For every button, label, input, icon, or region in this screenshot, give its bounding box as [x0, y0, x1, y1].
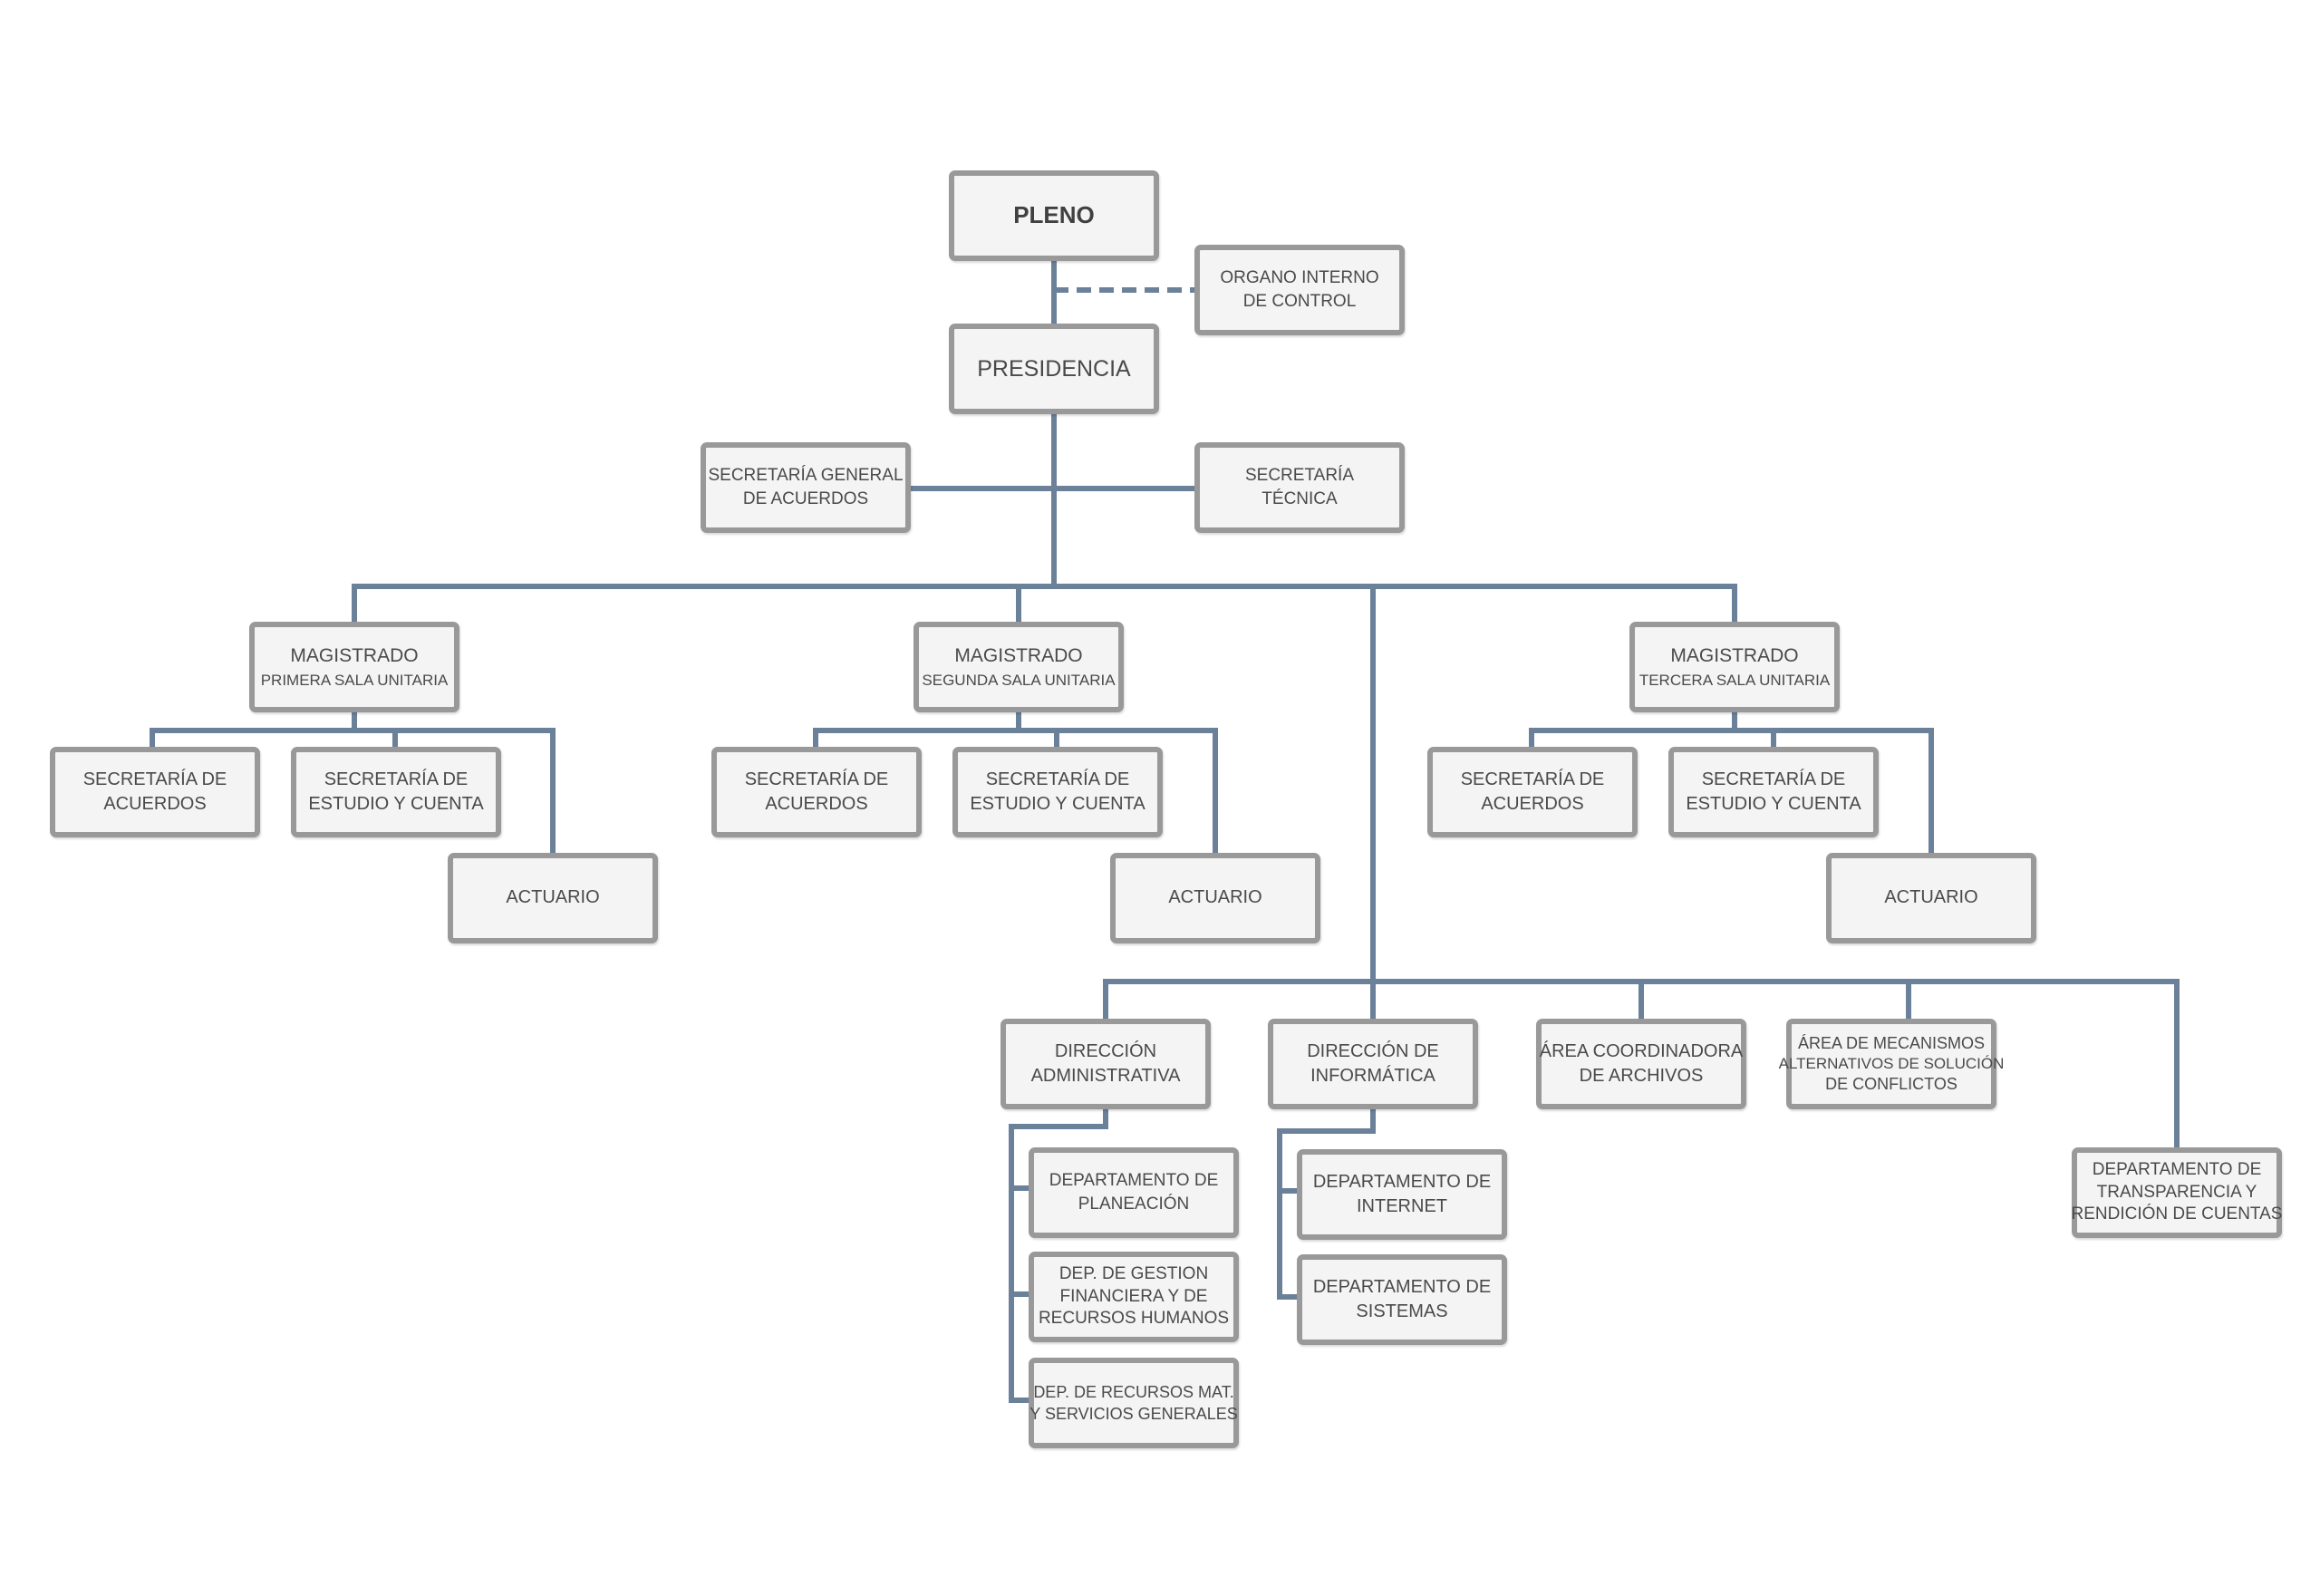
box-organo-interno-de-control: ORGANO INTERNO DE CONTROL: [1194, 245, 1405, 335]
mecanismos-line-2: ALTERNATIVOS DE SOLUCIÓN: [1778, 1054, 2005, 1072]
mecanismos-line-1: ÁREA DE MECANISMOS: [1797, 1033, 1986, 1052]
mecanismos-line-3: DE CONFLICTOS: [1825, 1075, 1958, 1094]
box-secretaria-general-de-acuerdos: SECRETARÍA GENERAL DE ACUERDOS: [701, 442, 911, 533]
internet-line-1: DEPARTAMENTO DE: [1312, 1171, 1492, 1192]
gestion-line-3: RECURSOS HUMANOS: [1038, 1309, 1230, 1329]
box-sala-3-actuario: ACTUARIO: [1826, 853, 2036, 943]
box-pleno: PLENO: [949, 170, 1159, 261]
planeacion-line-1: DEPARTAMENTO DE: [1049, 1171, 1219, 1191]
transparencia-line-1: DEPARTAMENTO DE: [2092, 1159, 2262, 1179]
sistemas-line-2: SISTEMAS: [1356, 1301, 1448, 1321]
transparencia-line-3: RENDICIÓN DE CUENTAS: [2071, 1204, 2283, 1224]
box-magistrado-primera-sala: MAGISTRADO PRIMERA SALA UNITARIA: [249, 622, 459, 712]
archivos-line-2: DE ARCHIVOS: [1579, 1066, 1704, 1086]
recursos-line-2: Y SERVICIOS GENERALES: [1030, 1405, 1238, 1423]
box-sala-3-secretaria-de-acuerdos: SECRETARÍA DE ACUERDOS: [1427, 747, 1638, 837]
dir-admin-line-1: DIRECCIÓN: [1054, 1040, 1157, 1061]
box-dep-gestion-financiera: DEP. DE GESTION FINANCIERA Y DE RECURSOS…: [1029, 1252, 1239, 1342]
acuerdos-line-1: SECRETARÍA DE: [1460, 769, 1605, 789]
acuerdos-line-2: ACUERDOS: [1481, 794, 1584, 814]
box-magistrado-tercera-sala: MAGISTRADO TERCERA SALA UNITARIA: [1629, 622, 1840, 712]
organo-line-2: DE CONTROL: [1242, 292, 1357, 311]
box-direccion-de-informatica: DIRECCIÓN DE INFORMÁTICA: [1268, 1019, 1478, 1109]
sala-label: PRIMERA SALA UNITARIA: [260, 671, 449, 689]
sec-tecnica-line-1: SECRETARÍA: [1244, 466, 1354, 486]
box-sala-1-secretaria-de-acuerdos: SECRETARÍA DE ACUERDOS: [50, 747, 260, 837]
presidencia-label: PRESIDENCIA: [977, 356, 1131, 382]
archivos-line-1: ÁREA COORDINADORA: [1539, 1040, 1744, 1061]
acuerdos-line-2: ACUERDOS: [103, 794, 207, 814]
box-departamento-de-transparencia: DEPARTAMENTO DE TRANSPARENCIA Y RENDICIÓ…: [2072, 1147, 2282, 1238]
connector-sala-1: [150, 712, 556, 857]
box-secretaria-tecnica: SECRETARÍA TÉCNICA: [1194, 442, 1405, 533]
box-departamento-de-planeacion: DEPARTAMENTO DE PLANEACIÓN: [1029, 1147, 1239, 1238]
sec-general-line-2: DE ACUERDOS: [742, 489, 869, 508]
box-sala-2-secretaria-de-acuerdos: SECRETARÍA DE ACUERDOS: [711, 747, 922, 837]
estudio-line-1: SECRETARÍA DE: [985, 769, 1130, 789]
estudio-line-2: ESTUDIO Y CUENTA: [970, 794, 1146, 814]
gestion-line-2: FINANCIERA Y DE: [1059, 1286, 1208, 1306]
estudio-line-2: ESTUDIO Y CUENTA: [1686, 794, 1861, 814]
box-area-de-mecanismos-alternativos: ÁREA DE MECANISMOS ALTERNATIVOS DE SOLUC…: [1779, 1019, 2004, 1109]
planeacion-line-2: PLANEACIÓN: [1078, 1195, 1190, 1214]
sec-general-line-1: SECRETARÍA GENERAL: [708, 466, 904, 486]
connector-dir-admin-children: [1009, 1108, 1108, 1403]
acuerdos-line-1: SECRETARÍA DE: [82, 769, 227, 789]
box-dep-recursos-materiales: DEP. DE RECURSOS MAT. Y SERVICIOS GENERA…: [1029, 1358, 1239, 1448]
box-sala-1-secretaria-de-estudio-y-cuenta: SECRETARÍA DE ESTUDIO Y CUENTA: [291, 747, 501, 837]
transparencia-line-2: TRANSPARENCIA Y: [2096, 1182, 2257, 1202]
dir-admin-line-2: ADMINISTRATIVA: [1030, 1066, 1181, 1086]
pleno-label: PLENO: [1013, 201, 1095, 229]
connector-dir-info-children: [1277, 1108, 1376, 1300]
recursos-line-1: DEP. DE RECURSOS MAT.: [1033, 1382, 1234, 1401]
box-departamento-de-sistemas: DEPARTAMENTO DE SISTEMAS: [1297, 1254, 1507, 1345]
magistrado-label: MAGISTRADO: [290, 645, 419, 667]
box-sala-2-secretaria-de-estudio-y-cuenta: SECRETARÍA DE ESTUDIO Y CUENTA: [952, 747, 1163, 837]
internet-line-2: INTERNET: [1357, 1196, 1447, 1216]
organo-line-1: ORGANO INTERNO: [1220, 268, 1379, 288]
box-magistrado-segunda-sala: MAGISTRADO SEGUNDA SALA UNITARIA: [914, 622, 1124, 712]
box-direccion-administrativa: DIRECCIÓN ADMINISTRATIVA: [1000, 1019, 1211, 1109]
box-sala-3-secretaria-de-estudio-y-cuenta: SECRETARÍA DE ESTUDIO Y CUENTA: [1668, 747, 1879, 837]
magistrado-label: MAGISTRADO: [1670, 645, 1799, 667]
box-area-coordinadora-de-archivos: ÁREA COORDINADORA DE ARCHIVOS: [1536, 1019, 1746, 1109]
acuerdos-line-1: SECRETARÍA DE: [744, 769, 889, 789]
dir-info-line-2: INFORMÁTICA: [1310, 1066, 1436, 1086]
box-departamento-de-internet: DEPARTAMENTO DE INTERNET: [1297, 1149, 1507, 1240]
estudio-line-1: SECRETARÍA DE: [324, 769, 469, 789]
dir-info-line-1: DIRECCIÓN DE: [1307, 1040, 1439, 1061]
connector-sala-2: [813, 712, 1218, 857]
actuario-label: ACTUARIO: [506, 887, 600, 908]
sala-label: SEGUNDA SALA UNITARIA: [922, 671, 1116, 689]
acuerdos-line-2: ACUERDOS: [765, 794, 868, 814]
actuario-label: ACTUARIO: [1168, 887, 1262, 908]
actuario-label: ACTUARIO: [1884, 887, 1978, 908]
gestion-line-1: DEP. DE GESTION: [1058, 1263, 1209, 1283]
estudio-line-2: ESTUDIO Y CUENTA: [308, 794, 484, 814]
sec-tecnica-line-2: TÉCNICA: [1262, 489, 1338, 508]
sala-label: TERCERA SALA UNITARIA: [1638, 671, 1831, 689]
box-presidencia: PRESIDENCIA: [949, 324, 1159, 414]
sistemas-line-1: DEPARTAMENTO DE: [1312, 1276, 1492, 1297]
box-sala-1-actuario: ACTUARIO: [448, 853, 658, 943]
connector-sala-3: [1529, 712, 1934, 857]
magistrado-label: MAGISTRADO: [954, 645, 1083, 667]
box-sala-2-actuario: ACTUARIO: [1110, 853, 1320, 943]
estudio-line-1: SECRETARÍA DE: [1701, 769, 1846, 789]
